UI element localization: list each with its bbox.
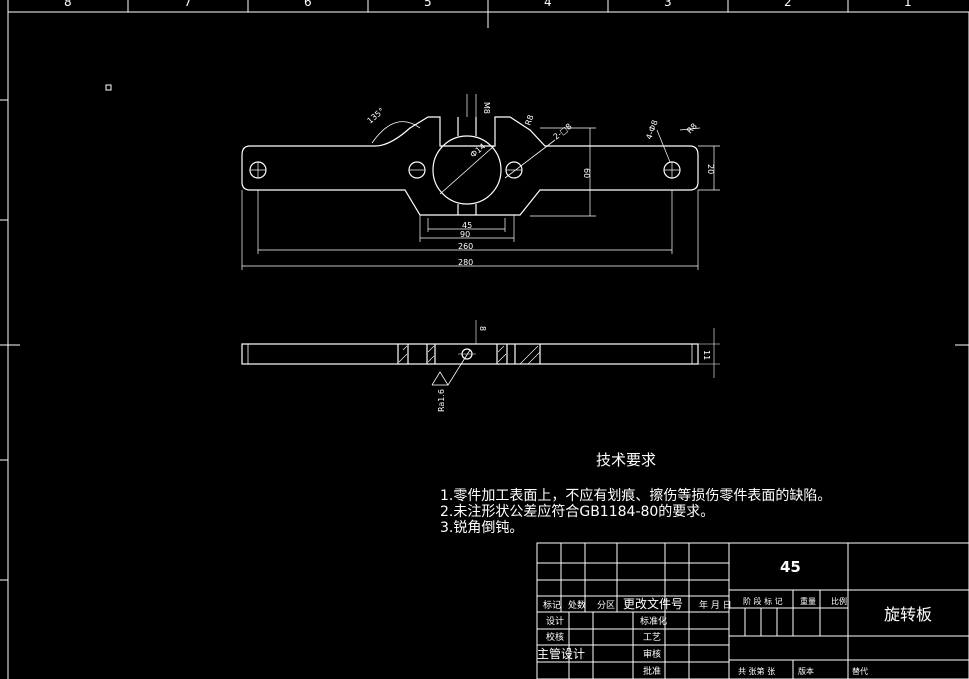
grid-label: 6 [304,0,312,9]
tb-label: 标记 [543,599,561,611]
grid-label: 8 [64,0,72,9]
dim-thk: 11 [702,350,711,360]
tb-label: 处数 [568,599,586,611]
tb-bottom: 版本 [798,666,814,676]
dim-20: 20 [706,164,715,174]
tb-label: 年 月 日 [699,599,732,611]
dim-slot: 8 [478,326,487,331]
dim-r8: R8 [523,114,535,127]
dim-90: 90 [460,230,470,239]
tb-mid: 标准化 [640,615,667,627]
dim-angle: 135° [366,106,387,125]
dim-hole: 2-□8 [552,122,574,142]
tb-mid: 工艺 [643,632,661,643]
top-view [241,116,699,216]
dim-280: 280 [458,258,473,267]
tb-mid: 审核 [643,648,661,660]
notes-title: 技术要求 [596,451,657,469]
note-line: 1.零件加工表面上，不应有划痕、擦伤等损伤零件表面的缺陷。 [440,488,832,504]
tb-label: 分区 [597,600,615,611]
dim-m8: M8 [482,102,491,114]
grid-label: 1 [904,0,912,9]
tb-left: 主管设计 [537,646,585,661]
dim-45: 45 [462,221,472,230]
tb-header: 阶 段 标 记 [743,596,783,606]
front-view [241,320,720,386]
material: 45 [780,558,801,576]
tb-header: 重量 [800,596,816,606]
tb-left: 设计 [546,615,564,627]
dim-r-right: R8 [685,122,699,136]
dim-diam: Ф14 [469,142,488,160]
grid-label: 5 [424,0,432,9]
dim-surface: Ra1.6 [437,389,446,412]
grid-label: 3 [664,0,672,9]
title-block [536,542,969,679]
tb-header: 比例 [831,596,847,606]
tb-label: 更改文件号 [623,596,683,611]
grid-label: 7 [184,0,192,9]
tb-bottom: 共 张第 张 [738,666,775,676]
tb-left: 校核 [546,631,564,643]
tb-mid: 批准 [643,665,661,677]
grid-label: 2 [784,0,792,9]
dim-c: 4-Ф8 [644,119,659,141]
note-line: 2.未注形状公差应符合GB1184-80的要求。 [440,504,715,520]
grid-label: 4 [544,0,552,9]
note-line: 3.锐角倒钝。 [440,520,524,536]
dim-60: 60 [582,168,591,178]
part-name: 旋转板 [884,605,932,624]
dim-260: 260 [458,242,473,251]
tb-bottom: 替代 [852,666,868,676]
